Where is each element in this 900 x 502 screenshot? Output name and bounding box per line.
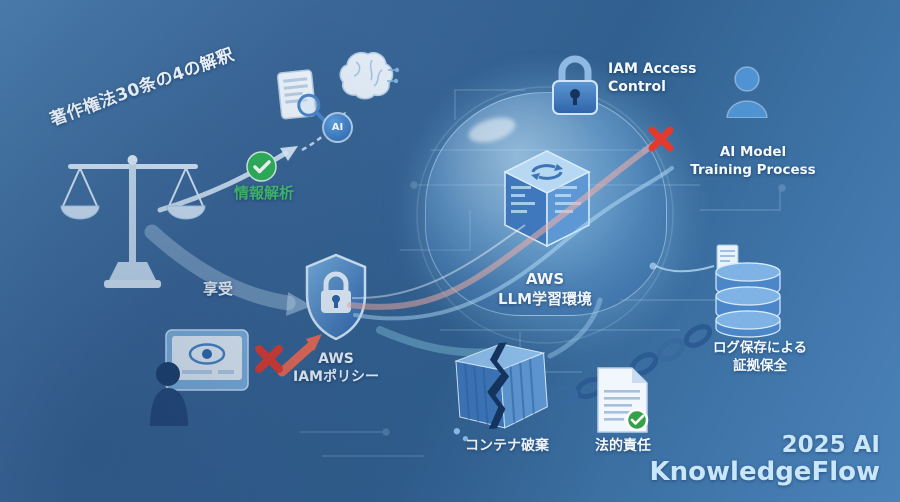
check-circle-icon xyxy=(246,151,277,182)
user-icon xyxy=(724,66,770,118)
red-x-blocked-icon xyxy=(252,342,286,376)
training-process-label: AI Model Training Process xyxy=(688,144,818,179)
enjoyment-label: 享受 xyxy=(202,280,233,298)
analysis-label: 情報解析 xyxy=(233,184,294,202)
dome-highlight xyxy=(465,112,519,148)
log-label-line1: ログ保存による xyxy=(712,340,808,356)
log-label-line2: 証拠保全 xyxy=(733,357,787,374)
llm-cube-icon xyxy=(497,146,597,256)
shield-label-line2: IAMポリシー xyxy=(293,369,379,386)
legal-document-icon xyxy=(596,366,650,434)
iam-shield-icon xyxy=(302,252,370,342)
shield-label: AWS IAMポリシー xyxy=(290,350,382,386)
legal-responsibility-label: 法的責任 xyxy=(595,438,651,454)
brand-line2: KnowledgeFlow xyxy=(649,457,881,488)
padlock-icon xyxy=(549,54,601,118)
dome-label-line1: AWS xyxy=(525,270,565,288)
dome-label-line2: LLM学習環境 xyxy=(497,289,593,308)
log-preservation-label: ログ保存による 証拠保全 xyxy=(698,340,822,375)
dome-label: AWS LLM学習環境 xyxy=(482,270,608,309)
iam-access-line1: IAM Access xyxy=(608,61,697,77)
training-label-line2: Training Process xyxy=(690,161,816,178)
justice-scale-icon xyxy=(58,134,208,292)
brand-watermark: 2025 AI KnowledgeFlow xyxy=(650,432,881,488)
person-monitor-icon xyxy=(148,324,258,426)
ai-brain-icon xyxy=(338,48,400,102)
broken-container-icon xyxy=(442,332,561,446)
shield-label-line1: AWS xyxy=(318,351,354,367)
iam-access-label: IAM Access Control xyxy=(608,60,723,96)
log-database-icon xyxy=(712,244,784,338)
training-label-line1: AI Model xyxy=(719,144,787,160)
document-magnifier-icon xyxy=(276,68,326,128)
iam-access-line2: Control xyxy=(608,79,666,96)
container-disposal-label: コンテナ破棄 xyxy=(465,438,549,454)
brand-line1: 2025 AI xyxy=(781,431,880,458)
ai-chip-icon: AI xyxy=(322,112,353,143)
red-x-denied-icon xyxy=(646,124,676,154)
